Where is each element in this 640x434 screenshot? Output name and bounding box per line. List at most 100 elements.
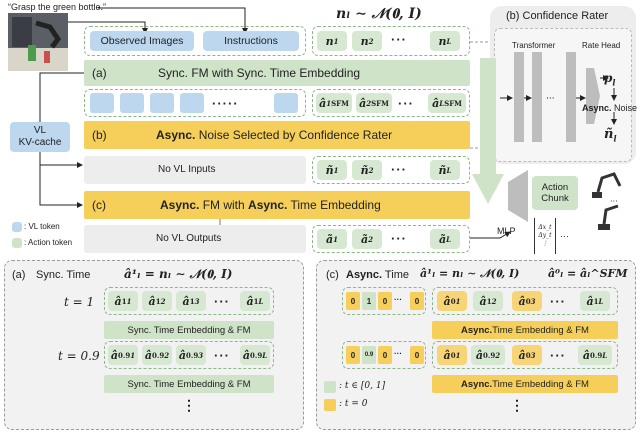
vl-token-row	[84, 89, 306, 117]
tilde-n-ellipsis: ···	[391, 162, 407, 177]
transformer-label: Transformer	[512, 41, 556, 50]
noise-formula: 𝒏ₗ ∼ 𝒩(𝟎, 𝑰)	[336, 6, 422, 22]
pc-tok-row2	[432, 341, 618, 369]
rater-p-label: pl	[604, 71, 616, 88]
pc-mask-row1	[342, 287, 426, 315]
pa-r2-ellipsis: ···	[214, 348, 230, 363]
row-c-label: (c)	[92, 198, 106, 212]
tilde-a-ellipsis: ···	[391, 231, 407, 246]
row-b-label: (b)	[92, 128, 107, 142]
no-vl-inputs-bar	[84, 156, 306, 184]
panel-a-row2	[104, 341, 274, 369]
vl-token	[180, 93, 204, 113]
row-a-label: (a)	[92, 66, 107, 80]
pc-mask2-ellipsis: ···	[394, 349, 402, 358]
row-b-bar	[84, 121, 470, 149]
pc-mask1-ellipsis: ···	[394, 295, 402, 304]
mlp-trapezoid	[508, 170, 528, 222]
legend-action-token: : Action token	[24, 238, 73, 247]
robot-scene-image	[8, 13, 68, 71]
pc-legend-1: : t ∈ [0, 1]	[339, 381, 386, 391]
panel-c-title: Async. Time	[346, 269, 409, 281]
noise-ellipsis: ···	[391, 32, 407, 47]
pc-mask2-2: 0	[378, 346, 392, 364]
panel-c-formula1: â¹ₗ = 𝒏ₗ ∼ 𝒩(𝟎, 𝑰)	[420, 267, 520, 280]
action-matrix-ellipsis: ···	[560, 231, 569, 241]
no-vl-outputs-bar	[84, 225, 306, 253]
pc-legend-green-swatch	[324, 381, 336, 393]
row-a-title: Sync. FM with Sync. Time Embedding	[158, 66, 361, 80]
rate-head-label: Rate Head	[582, 41, 621, 50]
panel-a-formula: â¹ₗ = 𝒏ₗ ∼ 𝒩(𝟎, 𝑰)	[124, 267, 233, 281]
pc-mask-row2	[342, 341, 426, 369]
robot-arm-icon: ···	[592, 172, 622, 230]
rater-async-noise: Async. Noise	[582, 103, 638, 113]
pc-mask1-3: 0	[410, 292, 424, 310]
svg-text:···: ···	[610, 197, 618, 206]
vl-token	[120, 93, 144, 113]
vl-token	[90, 93, 114, 113]
pc-r1-ellipsis: ···	[550, 294, 566, 309]
panel-a-title: Sync. Time	[36, 269, 91, 281]
pc-mask2-1: 0.9	[362, 346, 376, 364]
sfm-token-row	[312, 89, 470, 117]
pa-embed-bar-2: Sync. Time Embedding & FM	[104, 375, 274, 393]
pc-mask2-3: 0	[410, 346, 424, 364]
tilde-n-row	[312, 156, 470, 184]
pc-tok-row1	[432, 287, 618, 315]
pa-r1-ellipsis: ···	[214, 294, 230, 309]
pc-vdots: ⋮	[510, 397, 524, 413]
row-c-title: Async. FM with Async. Time Embedding	[160, 198, 381, 212]
vl-token	[274, 93, 298, 113]
pc-mask1-0: 0	[346, 292, 360, 310]
row-a-bar	[84, 60, 470, 86]
pc-legend-yellow-swatch	[324, 399, 336, 411]
instructions-box: Instructions	[203, 31, 299, 51]
pc-mask1-2: 0	[378, 292, 392, 310]
vl-token	[150, 93, 174, 113]
no-vl-inputs: No VL Inputs	[158, 164, 216, 175]
panel-c-label: (c)	[326, 269, 339, 281]
pc-embed-bar-1: Async. Time Embedding & FM	[432, 321, 618, 339]
legend-vl-swatch	[12, 222, 22, 232]
row-c-bar	[84, 191, 470, 219]
pa-embed-bar-1: Sync. Time Embedding & FM	[104, 321, 274, 339]
vl-input-group	[84, 26, 306, 56]
vl-token-ellipsis: ·····	[212, 96, 239, 111]
panel-c-formula2: â⁰ₗ = âₗ^SFM	[548, 267, 628, 280]
t1-label: t = 1	[64, 295, 95, 309]
instruction-quote: “Grasp the green bottle.”	[8, 2, 107, 12]
flow-down-arrow	[472, 58, 504, 204]
legend-action-swatch	[12, 238, 22, 248]
pc-mask2-0: 0	[346, 346, 360, 364]
pc-r2-ellipsis: ···	[550, 348, 566, 363]
transformer-diagram: ···	[500, 52, 617, 142]
